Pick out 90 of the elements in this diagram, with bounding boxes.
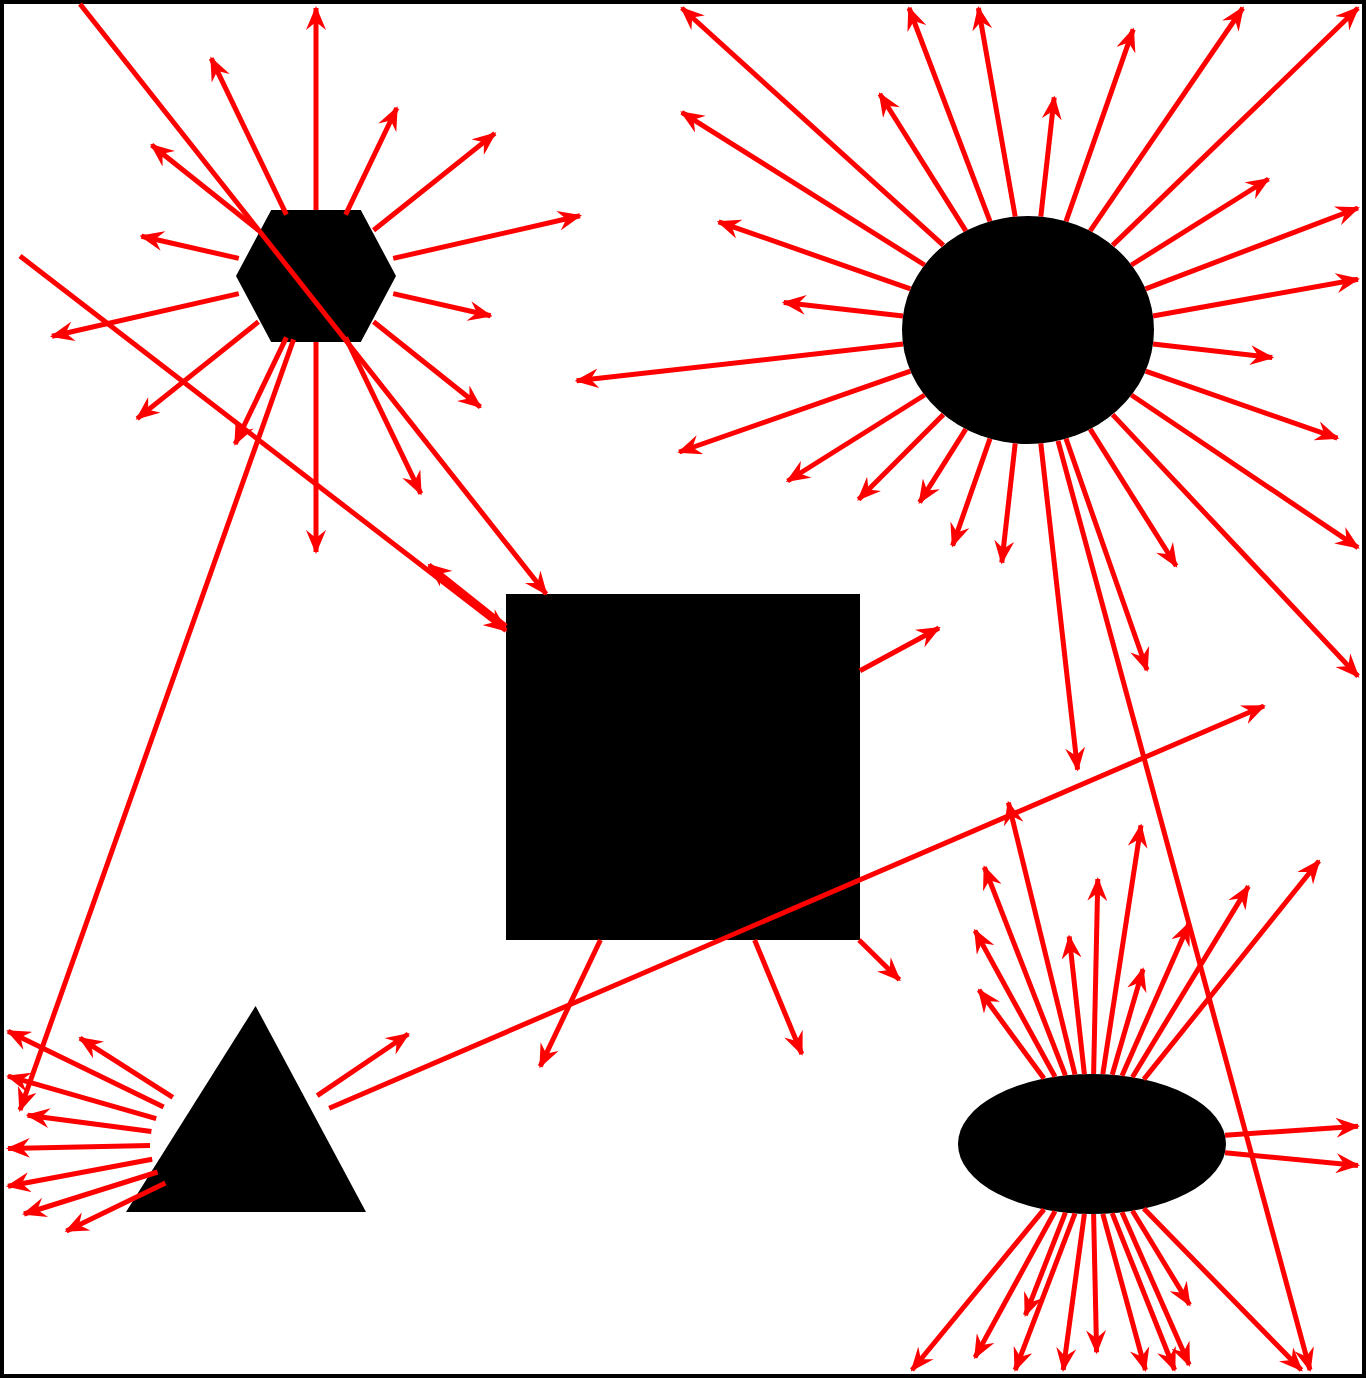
- arrow: [64, 1180, 167, 1234]
- arrow: [372, 131, 497, 233]
- arrow: [343, 336, 424, 496]
- arrow: [427, 563, 508, 629]
- arrow: [1110, 412, 1360, 678]
- arrow: [857, 938, 902, 982]
- arrow: [1141, 859, 1321, 1081]
- ellipse-shape: [958, 1074, 1226, 1214]
- arrow: [1023, 1211, 1068, 1318]
- arrow: [1063, 27, 1136, 223]
- arrow: [1119, 1211, 1192, 1367]
- arrow: [1152, 341, 1275, 366]
- arrow: [972, 1210, 1058, 1360]
- arrow: [1130, 392, 1360, 550]
- arrow: [1110, 6, 1360, 248]
- arrow: [950, 437, 993, 548]
- arrow: [150, 143, 260, 233]
- arrow: [677, 368, 912, 455]
- arrow: [1038, 95, 1062, 217]
- arrow: [1152, 273, 1360, 319]
- arrow: [1061, 934, 1087, 1075]
- arrow: [328, 703, 1266, 1111]
- arrow: [392, 210, 582, 261]
- arrow: [1012, 1212, 1078, 1372]
- arrow: [25, 1108, 152, 1135]
- arrow: [208, 56, 289, 216]
- arrow: [917, 427, 968, 505]
- arrow: [6, 1137, 151, 1158]
- arrow: [994, 443, 1018, 565]
- arrow: [1144, 368, 1340, 441]
- hexagon-shape: [236, 210, 396, 342]
- arrow: [972, 6, 1018, 218]
- arrow: [858, 625, 941, 673]
- square-shape: [506, 594, 860, 940]
- arrow: [18, 254, 508, 633]
- arrow: [1063, 437, 1150, 672]
- arrow: [139, 231, 240, 261]
- arrow: [6, 1072, 157, 1121]
- arrow: [1144, 205, 1360, 292]
- arrow: [1087, 877, 1108, 1075]
- arrow: [17, 338, 296, 1112]
- arrow: [977, 988, 1046, 1081]
- arrow: [1130, 176, 1271, 268]
- arrow: [372, 319, 482, 409]
- arrow: [78, 1036, 175, 1100]
- arrow: [1224, 1117, 1360, 1138]
- arrow: [1003, 800, 1078, 1076]
- arrow: [1088, 6, 1245, 233]
- arrow: [906, 6, 993, 223]
- arrow: [343, 106, 400, 216]
- arrow: [680, 6, 946, 248]
- arrow: [1130, 884, 1251, 1079]
- arrow: [1142, 1206, 1304, 1372]
- arrow: [1086, 1213, 1107, 1355]
- arrow: [1224, 1150, 1360, 1174]
- arrow: [910, 1207, 1046, 1372]
- arrow: [781, 294, 904, 319]
- arrow: [1056, 1213, 1087, 1372]
- arrow: [680, 110, 926, 268]
- arrow: [232, 336, 289, 446]
- arrow: [6, 1156, 153, 1192]
- arrow: [716, 219, 912, 292]
- arrow: [135, 319, 260, 421]
- circle-shape: [902, 216, 1154, 444]
- arrow: [877, 92, 968, 233]
- arrow: [1109, 967, 1147, 1076]
- arrow: [972, 928, 1058, 1078]
- arrow: [1088, 427, 1179, 568]
- arrow: [574, 341, 904, 389]
- triangle-shape: [126, 1006, 366, 1212]
- arrow: [1119, 921, 1192, 1077]
- arrow: [78, 2, 549, 596]
- arrow: [22, 1169, 159, 1217]
- arrow: [306, 342, 326, 554]
- arrow: [306, 6, 326, 210]
- arrow: [1100, 823, 1148, 1075]
- arrow: [752, 939, 805, 1056]
- arrow: [982, 865, 1068, 1077]
- arrow: [1100, 1213, 1150, 1372]
- arrow: [392, 291, 493, 321]
- arrow: [6, 1028, 165, 1110]
- arrow: [1055, 440, 1314, 1372]
- arrow: [1038, 443, 1086, 772]
- arrow: [785, 392, 926, 484]
- arrow: [537, 938, 603, 1069]
- arrow: [1109, 1212, 1177, 1372]
- arrow: [50, 291, 240, 342]
- arrow: [856, 412, 946, 502]
- arrow: [315, 1031, 410, 1098]
- arrow: [1130, 1209, 1192, 1307]
